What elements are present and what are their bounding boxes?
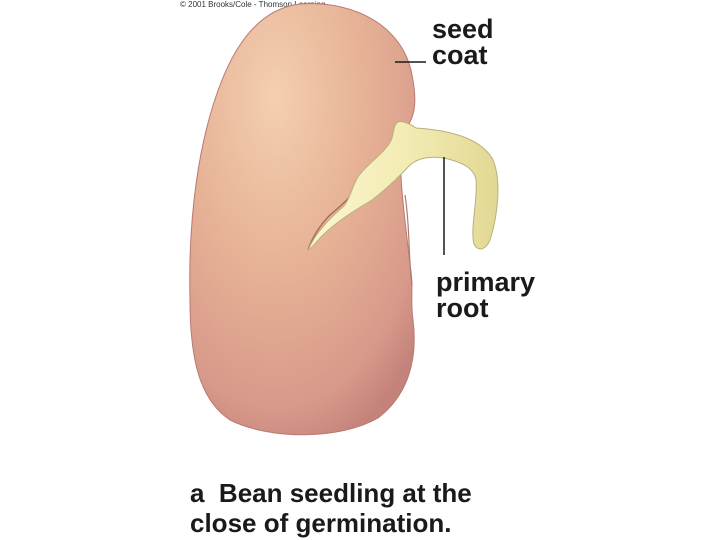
primary-root-label-line1: primary bbox=[436, 267, 536, 297]
caption-line1: a Bean seedling at the bbox=[190, 478, 472, 508]
seed-coat-label: seed coat bbox=[432, 14, 494, 70]
primary-root-label-line2: root bbox=[436, 293, 489, 323]
seed-coat-label-line2: coat bbox=[432, 40, 488, 70]
figure-caption: a Bean seedling at the close of germinat… bbox=[190, 478, 472, 538]
seed-coat bbox=[189, 3, 416, 436]
seed-coat-fold bbox=[404, 194, 413, 286]
caption-text-line1: Bean seedling at the bbox=[218, 478, 472, 508]
copyright-notice: © 2001 Brooks/Cole - Thomson Learning bbox=[180, 0, 326, 9]
caption-letter: a bbox=[190, 478, 205, 508]
caption-line2: close of germination. bbox=[190, 508, 452, 538]
primary-root-label: primary root bbox=[436, 267, 536, 323]
seed-coat-label-line1: seed bbox=[432, 14, 494, 44]
primary-root bbox=[306, 121, 499, 252]
